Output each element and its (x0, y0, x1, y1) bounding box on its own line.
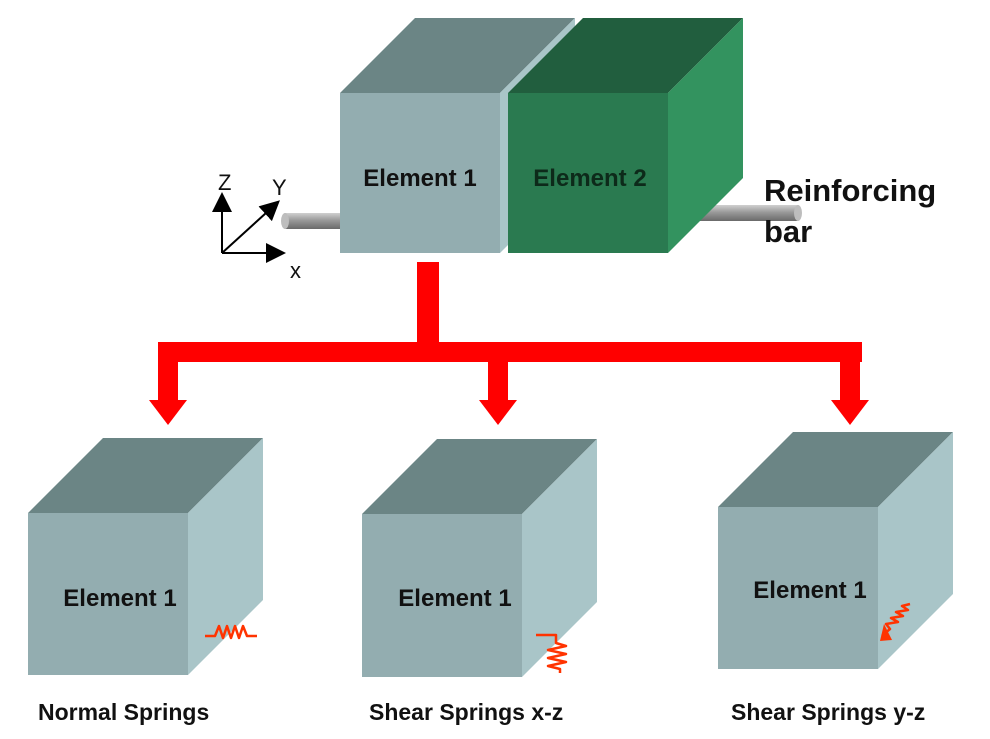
bottom-cube-normal (28, 438, 263, 675)
cube3-label: Element 1 (753, 577, 866, 604)
distribution-arrows (149, 262, 869, 425)
cube2-side-face (522, 439, 597, 677)
y-axis-label: Y (272, 175, 287, 200)
element2-front-face (508, 93, 668, 253)
cube1-front-face (28, 513, 188, 675)
element2-top-face (508, 18, 743, 93)
element2-side-face (668, 18, 743, 253)
z-axis-label: Z (218, 170, 231, 195)
reinforcing-bar-label-line1: Reinforcing (764, 173, 936, 208)
element1-label: Element 1 (363, 165, 476, 192)
element1-top-face (340, 18, 575, 93)
arrow-middle-shaft (488, 342, 508, 402)
arrow-left-shaft (158, 342, 178, 402)
cube2-front-face (362, 514, 522, 677)
normal-spring-icon (205, 624, 257, 640)
coordinate-axes: Z Y x (212, 170, 301, 283)
cube2-top-face (362, 439, 597, 514)
cube3-front-face (718, 507, 878, 669)
arrow-middle-head (479, 400, 517, 425)
caption-shear-springs-yz: Shear Springs y-z (731, 699, 925, 725)
caption-shear-springs-xz: Shear Springs x-z (369, 699, 563, 725)
y-axis (221, 200, 280, 254)
cube2-label: Element 1 (398, 585, 511, 612)
cube3-top-face (718, 432, 953, 507)
cube1-label: Element 1 (63, 585, 176, 612)
reinforcing-bar-label-line2: bar (764, 214, 812, 249)
arrow-right-shaft (840, 342, 860, 402)
caption-normal-springs: Normal Springs (38, 699, 209, 725)
top-element-2-block (508, 18, 743, 253)
reinforcing-bar-left (281, 213, 345, 229)
arrow-crossbar (158, 342, 862, 362)
cube3-side-face (878, 432, 953, 669)
x-axis-label: x (290, 258, 301, 283)
element1-front-face (340, 93, 500, 253)
arrow-left-head (149, 400, 187, 425)
arrow-right-head (831, 400, 869, 425)
element2-label: Element 2 (533, 165, 646, 192)
bottom-cube-shear-xz (362, 439, 597, 677)
bottom-cube-shear-yz (718, 432, 953, 669)
cube1-side-face (188, 438, 263, 675)
shear-yz-spring-icon (881, 602, 911, 637)
cube1-top-face (28, 438, 263, 513)
arrow-trunk (417, 262, 439, 357)
shear-yz-spring-arrow-icon (880, 624, 892, 641)
shear-xz-spring-icon (536, 633, 568, 673)
